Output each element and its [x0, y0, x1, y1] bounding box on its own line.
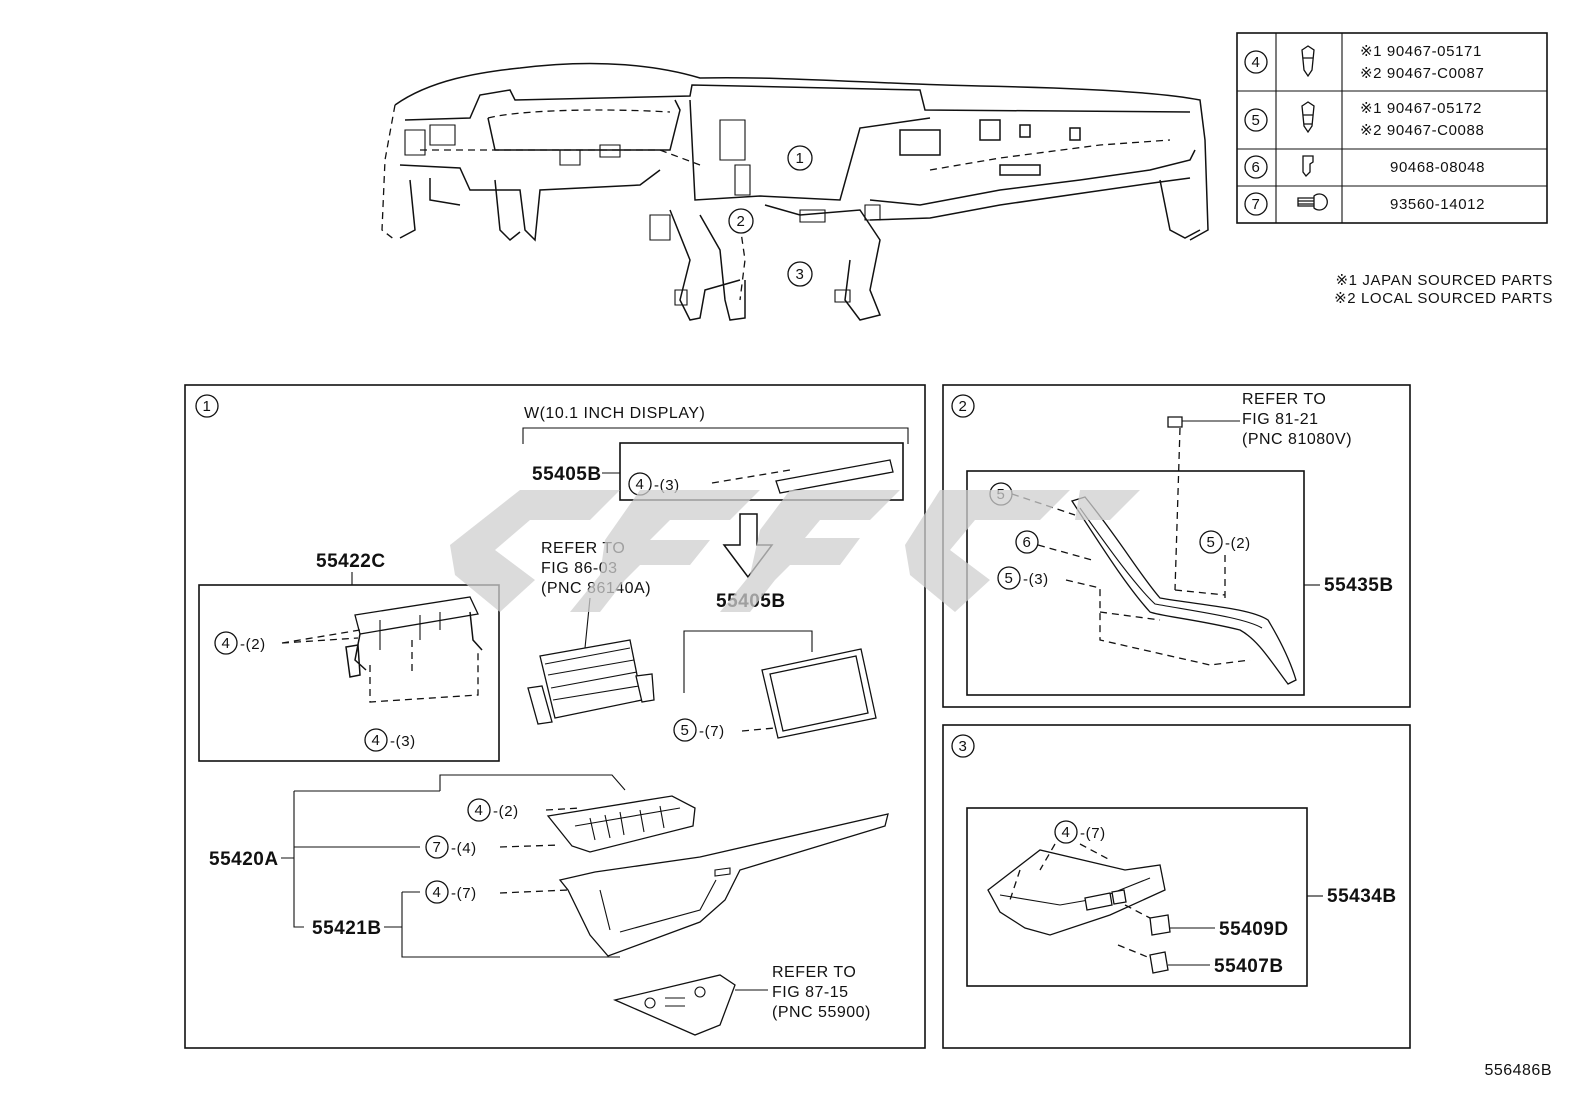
- screw-icon: [1297, 193, 1328, 211]
- clip-ref-num: 4: [222, 635, 231, 652]
- refer-line: FIG 86-03: [541, 560, 618, 577]
- connector-icon: [1167, 416, 1183, 428]
- panel-number-circle: [951, 394, 975, 418]
- panel-number: 1: [203, 398, 212, 415]
- part-55435B: 55435B: [1324, 575, 1394, 596]
- watermark-logo: [450, 490, 1140, 612]
- svg-text:1: 1: [796, 150, 805, 167]
- clip-ref-qty: -(3): [654, 477, 680, 494]
- part-55407B: 55407B: [1214, 956, 1284, 977]
- clip-ref-num: 7: [433, 839, 442, 856]
- legend-ref: 7: [1252, 196, 1261, 213]
- clip-ref-num: 4: [636, 476, 645, 493]
- clip-ref-qty: -(2): [493, 803, 519, 820]
- figure-id: 556486B: [1484, 1062, 1552, 1079]
- lower-panel-55434B: [987, 849, 1166, 936]
- clip-icon: [1302, 155, 1314, 177]
- part-55409D: 55409D: [1219, 919, 1289, 940]
- panel-1: 1 W(10.1 INCH DISPLAY) 55405B 4 -(3) REF…: [184, 384, 926, 1049]
- clip-ref-qty: -(3): [1023, 571, 1049, 588]
- clip-ref-qty: -(3): [390, 733, 416, 750]
- display-module: [527, 639, 655, 725]
- legend-row: 7 93560-14012: [1244, 192, 1485, 216]
- clip-ref-num: 5: [1207, 534, 1216, 551]
- legend-row: 4 ※1 90467-05171 ※2 90467-C0087: [1244, 43, 1484, 82]
- center-panel: [558, 813, 889, 957]
- clip-ref-num: 5: [1005, 570, 1014, 587]
- part-55422C: 55422C: [316, 551, 386, 572]
- legend-ref: 6: [1252, 159, 1261, 176]
- panel-number-circle: [195, 394, 219, 418]
- part-55421B: 55421B: [312, 918, 382, 939]
- overview-callout: 1: [787, 145, 813, 171]
- legend-line: 93560-14012: [1390, 196, 1485, 213]
- clip-icon: [1301, 45, 1315, 78]
- variant-label: W(10.1 INCH DISPLAY): [524, 405, 705, 422]
- part-55405B: 55405B: [532, 464, 602, 485]
- clip-ref-qty: -(4): [451, 840, 477, 857]
- panel-number-circle: [951, 734, 975, 758]
- callout-circle: [1244, 155, 1268, 179]
- climate-control-panel: [612, 974, 736, 1036]
- side-trim-55435B: [1070, 496, 1297, 685]
- clip-ref-qty: -(7): [699, 723, 725, 740]
- refer-line: REFER TO: [772, 964, 856, 981]
- panel-3: 3 55434B 4 -(7) 55409D 55407B: [942, 724, 1411, 1049]
- clip-ref-num: 4: [1062, 824, 1071, 841]
- legend-line: ※2 90467-C0087: [1360, 65, 1484, 82]
- legend-row: 6 90468-08048: [1244, 155, 1485, 179]
- legend-line: 90468-08048: [1390, 159, 1485, 176]
- svg-text:2: 2: [737, 213, 746, 230]
- clip-ref-num: 4: [433, 884, 442, 901]
- clip-icon: [1301, 101, 1315, 134]
- dashboard-overview: 1 2 3: [381, 62, 1209, 321]
- callout-circle: [1244, 192, 1268, 216]
- clip-ref-qty: -(7): [1080, 825, 1106, 842]
- legend-line: ※2 90467-C0088: [1360, 122, 1484, 139]
- switch-55407B: [1149, 951, 1169, 974]
- panel-2: 2 REFER TO FIG 81-21 (PNC 81080V) 55435B…: [942, 384, 1411, 708]
- callout-circle: [1244, 108, 1268, 132]
- clip-ref-num: 4: [475, 802, 484, 819]
- overview-callout: 3: [787, 261, 813, 287]
- callout-circle: [1244, 50, 1268, 74]
- legend-table: 4 ※1 90467-05171 ※2 90467-C0087 5 ※1 904…: [1236, 32, 1553, 307]
- refer-line: (PNC 81080V): [1242, 431, 1352, 448]
- legend-note: ※1 JAPAN SOURCED PARTS: [1336, 272, 1553, 289]
- svg-text:3: 3: [796, 266, 805, 283]
- clip-ref-num: 6: [1023, 534, 1032, 551]
- part-55434B: 55434B: [1327, 886, 1397, 907]
- clip-ref-num: 5: [681, 722, 690, 739]
- refer-line: FIG 87-15: [772, 984, 849, 1001]
- legend-line: ※1 90467-05171: [1360, 43, 1482, 60]
- clip-ref-qty: -(7): [451, 885, 477, 902]
- refer-line: (PNC 55900): [772, 1004, 871, 1021]
- legend-row: 5 ※1 90467-05172 ※2 90467-C0088: [1244, 100, 1484, 139]
- legend-note: ※2 LOCAL SOURCED PARTS: [1334, 290, 1553, 307]
- refer-line: REFER TO: [1242, 391, 1326, 408]
- refer-line: FIG 81-21: [1242, 411, 1319, 428]
- legend-line: ※1 90467-05172: [1360, 100, 1482, 117]
- legend-ref: 5: [1252, 112, 1261, 129]
- clip-ref-qty: -(2): [1225, 535, 1251, 552]
- clip-ref-qty: -(2): [240, 636, 266, 653]
- vent-assembly: [546, 795, 696, 853]
- part-55420A: 55420A: [209, 849, 279, 870]
- overview-callout: 2: [728, 208, 754, 234]
- panel-number: 2: [959, 398, 968, 415]
- bracket-55422C: [345, 596, 483, 678]
- legend-ref: 4: [1252, 54, 1261, 71]
- switch-55409D: [1149, 914, 1171, 936]
- panel-number: 3: [959, 738, 968, 755]
- clip-ref-num: 4: [372, 732, 381, 749]
